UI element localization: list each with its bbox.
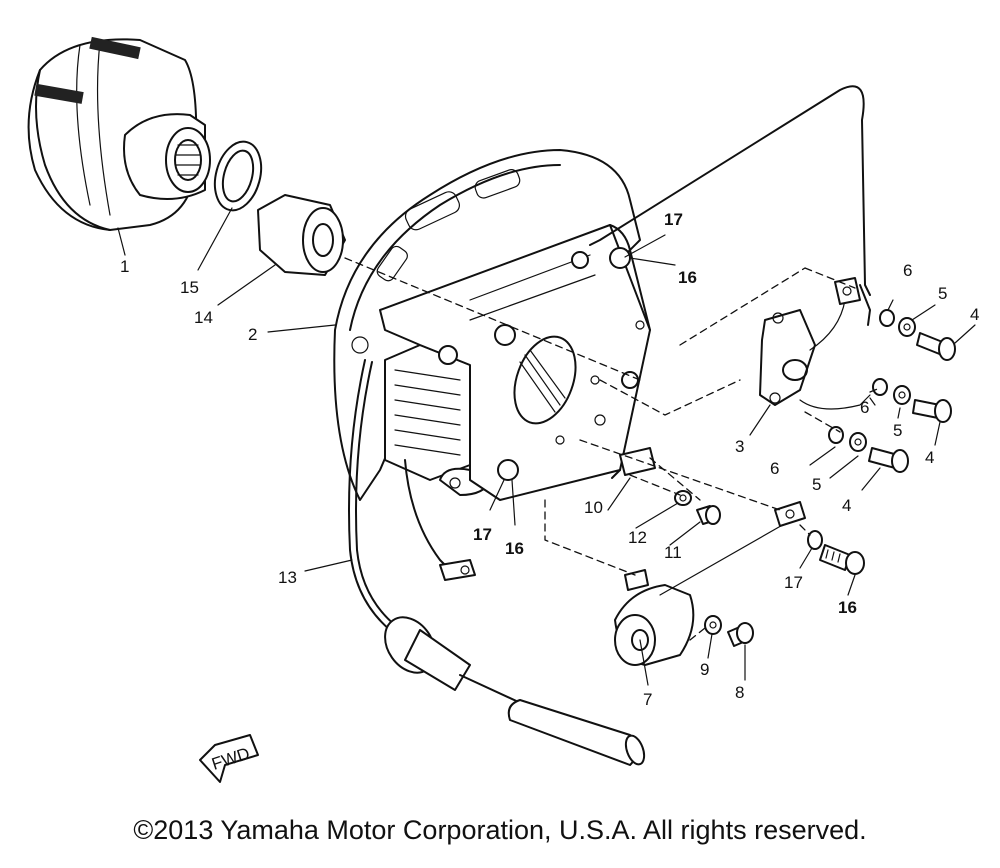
callout-10: 10 — [584, 498, 603, 517]
hardware-set-middle — [872, 378, 952, 423]
callout-4-mid: 4 — [925, 448, 934, 467]
callout-6-right: 6 — [903, 261, 912, 280]
high-tension-cable — [348, 85, 871, 631]
callout-8: 8 — [735, 683, 744, 702]
callout-7: 7 — [643, 690, 652, 709]
callout-labels: 1 2 3 4 4 4 5 5 5 6 6 6 7 8 9 10 11 12 1… — [120, 210, 979, 709]
screw-part-16-lower — [819, 544, 865, 575]
condenser-part-7 — [614, 501, 806, 666]
callout-4-right: 4 — [970, 305, 979, 324]
screw-part-8 — [727, 622, 754, 647]
callout-17-top: 17 — [664, 210, 683, 229]
copyright-notice: ©2013 Yamaha Motor Corporation, U.S.A. A… — [133, 815, 867, 845]
callout-17-mid: 17 — [473, 525, 492, 544]
callout-9: 9 — [700, 660, 709, 679]
callout-6-mid: 6 — [860, 398, 869, 417]
exploded-parts-diagram: FWD 1 2 3 4 4 4 5 5 5 6 6 6 7 8 9 10 11 … — [27, 36, 979, 783]
contact-breaker-part — [759, 277, 871, 410]
plug-cap — [384, 616, 646, 766]
ground-lead — [404, 459, 476, 581]
callout-15: 15 — [180, 278, 199, 297]
callout-2: 2 — [248, 325, 257, 344]
callout-17-low: 17 — [784, 573, 803, 592]
callout-16-low: 16 — [838, 598, 857, 617]
callout-1: 1 — [120, 257, 129, 276]
stator-base-plate — [333, 149, 641, 501]
lead-clamp-part-10 — [611, 447, 656, 479]
callout-5-mid: 5 — [893, 421, 902, 440]
callout-12: 12 — [628, 528, 647, 547]
washer-part-17-lower — [807, 530, 823, 550]
ignition-housing — [379, 224, 651, 501]
callout-11: 11 — [664, 543, 682, 562]
callout-3: 3 — [735, 437, 744, 456]
hardware-set-top — [879, 309, 956, 361]
washer-part-9 — [704, 615, 722, 635]
alignment-lines — [344, 257, 881, 641]
screw-part-11 — [696, 505, 721, 525]
flywheel-part — [27, 36, 211, 231]
fwd-arrow-icon: FWD — [199, 734, 259, 783]
callout-14: 14 — [194, 308, 213, 327]
leader-lines — [117, 207, 976, 686]
callout-4-low: 4 — [842, 496, 851, 515]
callout-6-low: 6 — [770, 459, 779, 478]
callout-13: 13 — [278, 568, 297, 587]
callout-16-mid: 16 — [505, 539, 524, 558]
nut-part-14 — [257, 194, 346, 276]
callout-5-right: 5 — [938, 284, 947, 303]
callout-5-low: 5 — [812, 475, 821, 494]
washer-part-15 — [213, 140, 263, 212]
callout-16-top: 16 — [678, 268, 697, 287]
